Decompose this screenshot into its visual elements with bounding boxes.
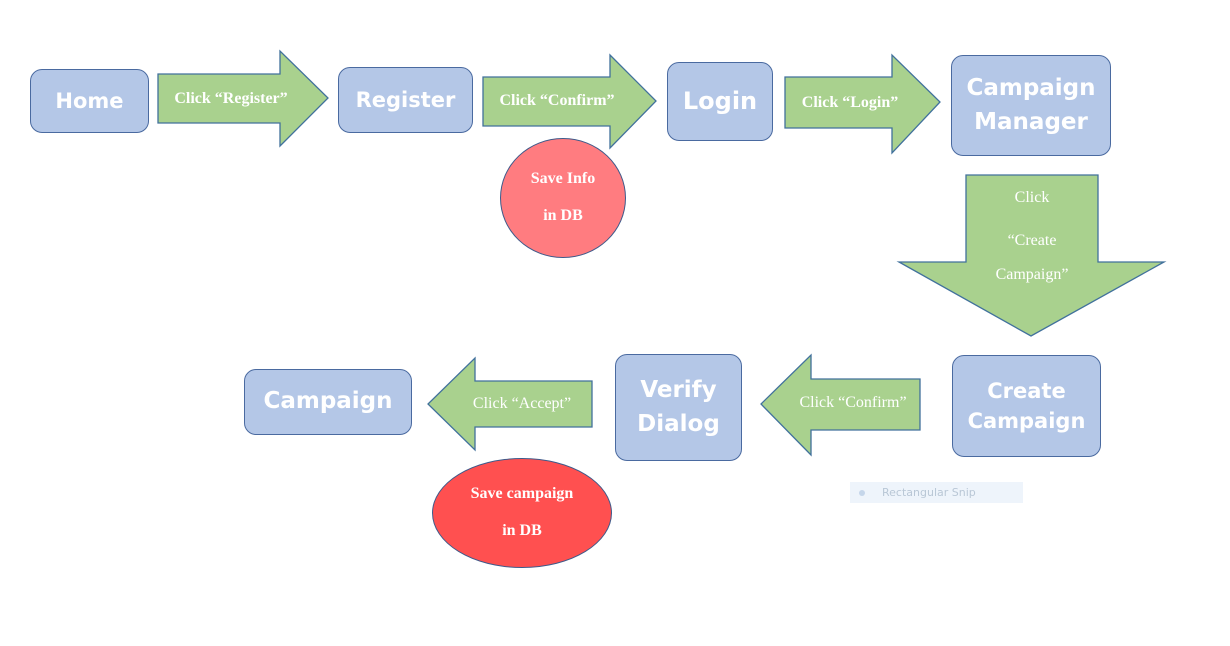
node-create-campaign-line1: Create <box>987 378 1066 403</box>
node-campaign-manager-line1: Campaign <box>966 75 1096 102</box>
node-campaign: Campaign <box>244 369 412 435</box>
label-click-confirm-bottom: Click “Confirm” <box>799 394 907 411</box>
label-click-create-2: “Create <box>1007 232 1057 249</box>
node-register: Register <box>338 67 473 133</box>
node-home-label: Home <box>55 88 124 113</box>
arrow-click-create-campaign <box>896 174 1167 337</box>
arrow-click-confirm-bottom <box>760 353 921 457</box>
db-save-info-line1: Save Info <box>530 170 596 188</box>
arrow-click-register <box>157 49 329 148</box>
node-verify-dialog: Verify Dialog <box>615 354 742 461</box>
label-click-create-1: Click <box>1014 189 1050 206</box>
db-save-info: Save Info in DB <box>500 138 626 258</box>
label-click-register: Click “Register” <box>174 90 288 107</box>
node-campaign-manager: Campaign Manager <box>951 55 1111 156</box>
node-verify-dialog-line1: Verify <box>640 377 717 404</box>
db-save-campaign: Save campaign in DB <box>432 458 612 568</box>
node-register-label: Register <box>355 87 456 112</box>
label-click-create-3: Campaign” <box>995 266 1069 283</box>
label-click-accept: Click “Accept” <box>472 395 572 412</box>
db-save-campaign-line1: Save campaign <box>470 485 574 503</box>
node-login-label: Login <box>682 87 758 116</box>
node-campaign-label: Campaign <box>263 388 393 415</box>
snip-icon <box>859 489 865 496</box>
node-campaign-manager-line2: Manager <box>974 108 1088 135</box>
arrow-click-login <box>784 53 941 155</box>
node-verify-dialog-line2: Dialog <box>637 410 720 437</box>
db-save-info-line2: in DB <box>543 207 583 224</box>
db-save-campaign-line2: in DB <box>502 522 542 539</box>
node-login: Login <box>667 62 773 141</box>
arrow-click-confirm-top <box>482 53 657 150</box>
label-click-login: Click “Login” <box>801 94 899 111</box>
node-create-campaign-line2: Campaign <box>967 409 1086 433</box>
node-home: Home <box>30 69 149 133</box>
arrow-click-accept <box>427 356 593 452</box>
node-create-campaign: Create Campaign <box>952 355 1101 457</box>
rectangular-snip-tooltip: Rectangular Snip <box>850 482 1023 503</box>
label-click-confirm-top: Click “Confirm” <box>499 92 615 109</box>
rectangular-snip-label: Rectangular Snip <box>882 486 976 499</box>
